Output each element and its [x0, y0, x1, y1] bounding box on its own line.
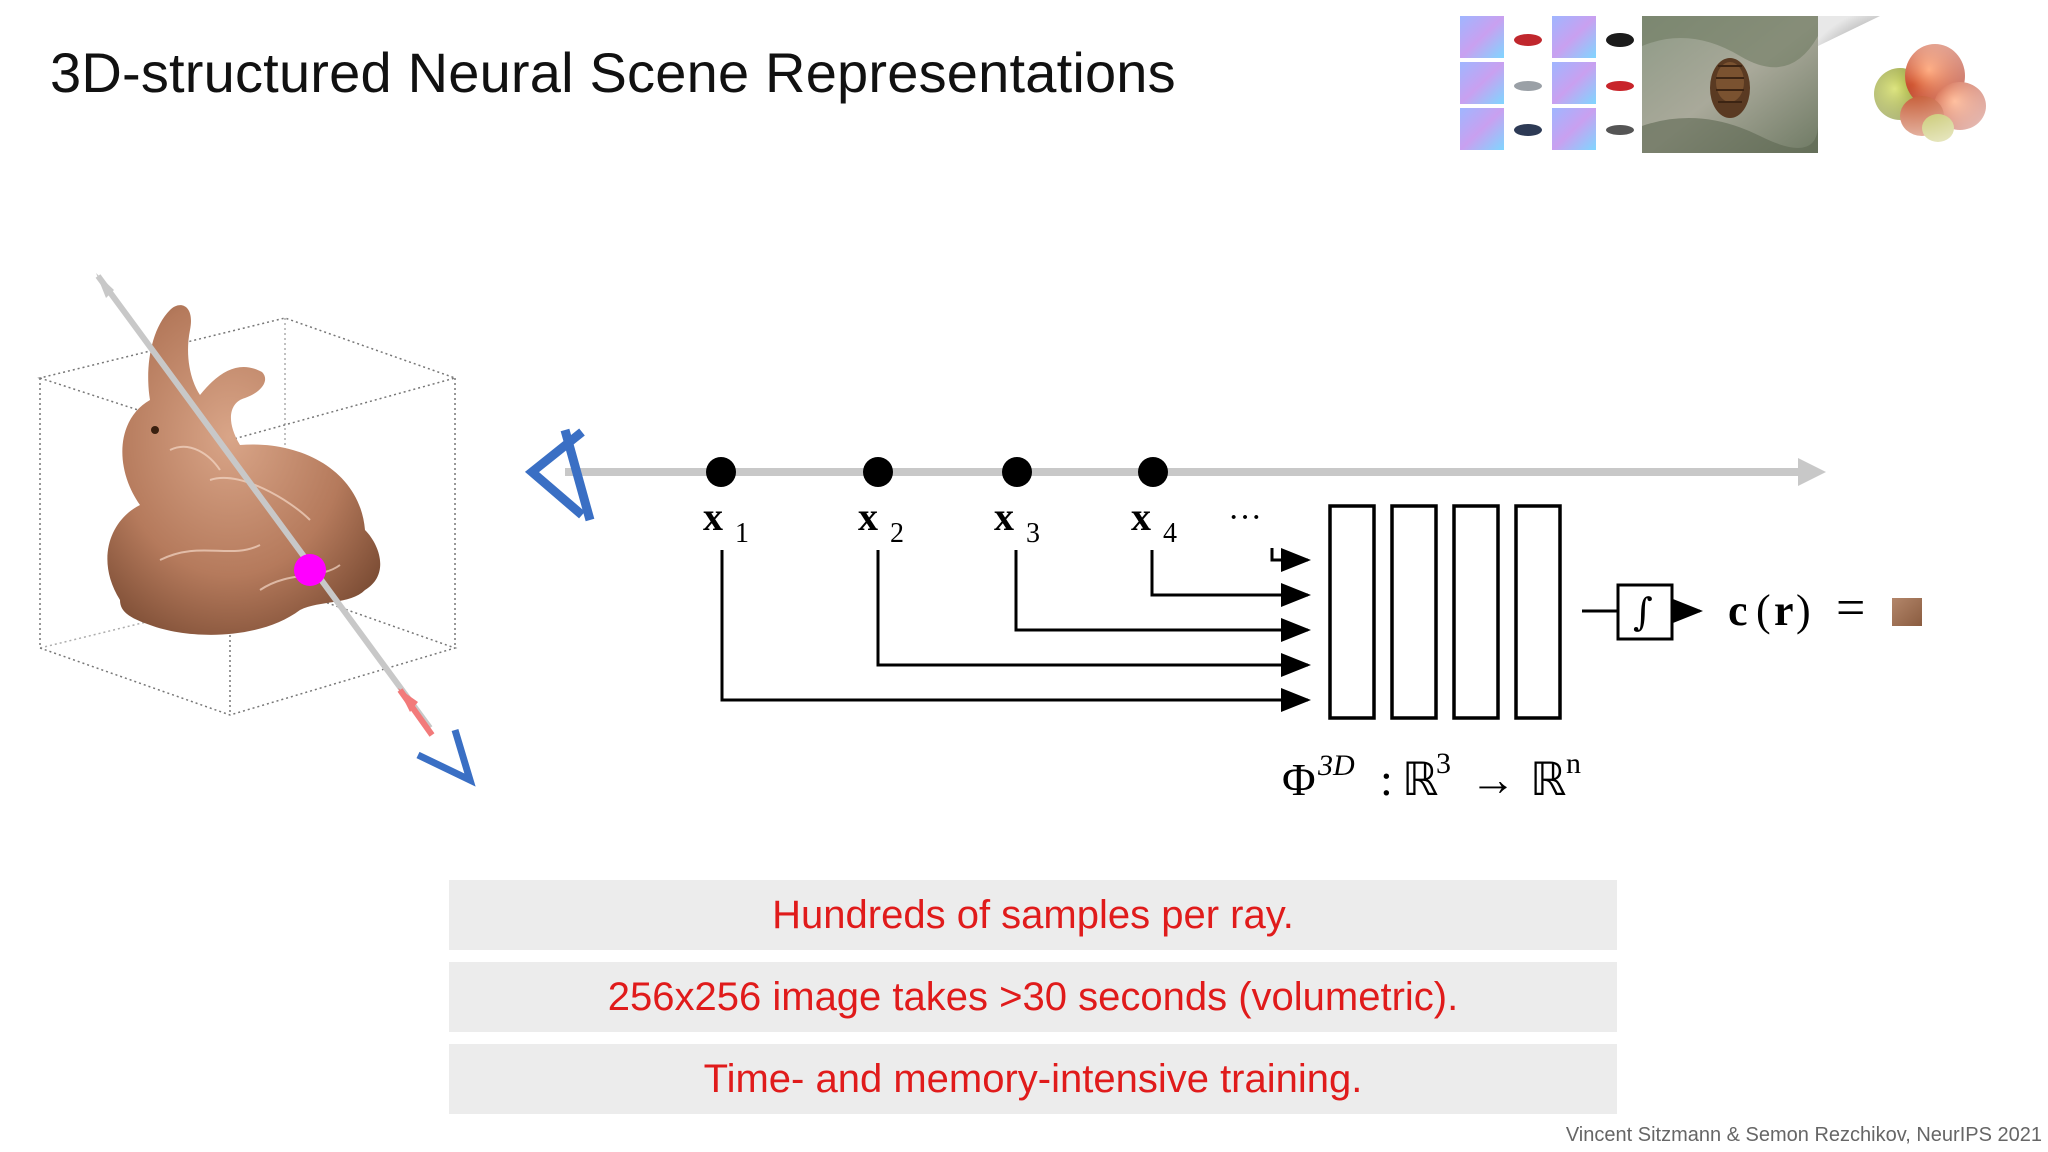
output-equals: = [1836, 580, 1865, 637]
sample-label-2-base: x [858, 494, 878, 539]
callout-training-cost: Time- and memory-intensive training. [449, 1044, 1617, 1114]
sample-points [706, 457, 1168, 487]
normal-map-cars-grid-thumb [1460, 16, 1640, 153]
sample-ellipsis: ··· [1228, 499, 1262, 536]
network-layers [1328, 504, 1562, 720]
sample-point-3 [1002, 457, 1032, 487]
ray-hit-point [294, 554, 326, 586]
color-swatch [1892, 598, 1922, 626]
output-r: r [1774, 586, 1794, 635]
network-formula: Φ 3D : ℝ 3 → ℝ n [1282, 747, 1581, 805]
formula-codomain-sup: n [1566, 747, 1581, 780]
thumbnail-strip [1460, 16, 2008, 153]
sample-label-3-sub: 3 [1026, 518, 1040, 549]
sample-label-4-sub: 4 [1163, 518, 1177, 549]
sample-point-1 [706, 457, 736, 487]
sample-label-4-base: x [1131, 494, 1151, 539]
callout-render-time: 256x256 image takes >30 seconds (volumet… [449, 962, 1617, 1032]
output-rparen: ) [1796, 586, 1811, 635]
integral-symbol: ∫ [1633, 590, 1653, 634]
output-lparen: ( [1756, 586, 1771, 635]
formula-domain: ℝ [1402, 754, 1438, 805]
formula-phi: Φ [1282, 754, 1316, 805]
camera-icon-small [416, 728, 476, 787]
network-layer-4 [1514, 504, 1562, 720]
formula-arrow: → [1470, 754, 1516, 805]
sample-point-4 [1138, 457, 1168, 487]
network-layer-3 [1452, 504, 1500, 720]
slide-credit: Vincent Sitzmann & Semon Rezchikov, Neur… [1565, 1124, 2042, 1146]
sample-label-2-sub: 2 [890, 518, 904, 549]
slide-title: 3D-structured Neural Scene Representatio… [50, 41, 1176, 104]
output-expression: c ( r ) = [1728, 580, 1865, 637]
fruit-photo-thumb [1818, 16, 2008, 153]
network-layer-2 [1390, 504, 1438, 720]
formula-codomain: ℝ [1530, 754, 1566, 805]
formula-phi-sup: 3D [1317, 749, 1355, 782]
pinecone-photo-thumb [1642, 16, 1819, 153]
formula-domain-sup: 3 [1436, 747, 1451, 780]
sample-point-2 [863, 457, 893, 487]
sample-label-1-sub: 1 [735, 518, 749, 549]
sample-label-3-base: x [994, 494, 1014, 539]
output-c: c [1728, 586, 1748, 635]
sample-connectors [720, 548, 1311, 712]
sample-label-1-base: x [703, 494, 723, 539]
network-layer-1 [1328, 504, 1376, 720]
formula-colon: : [1380, 754, 1393, 805]
callout-samples-per-ray: Hundreds of samples per ray. [449, 880, 1617, 950]
